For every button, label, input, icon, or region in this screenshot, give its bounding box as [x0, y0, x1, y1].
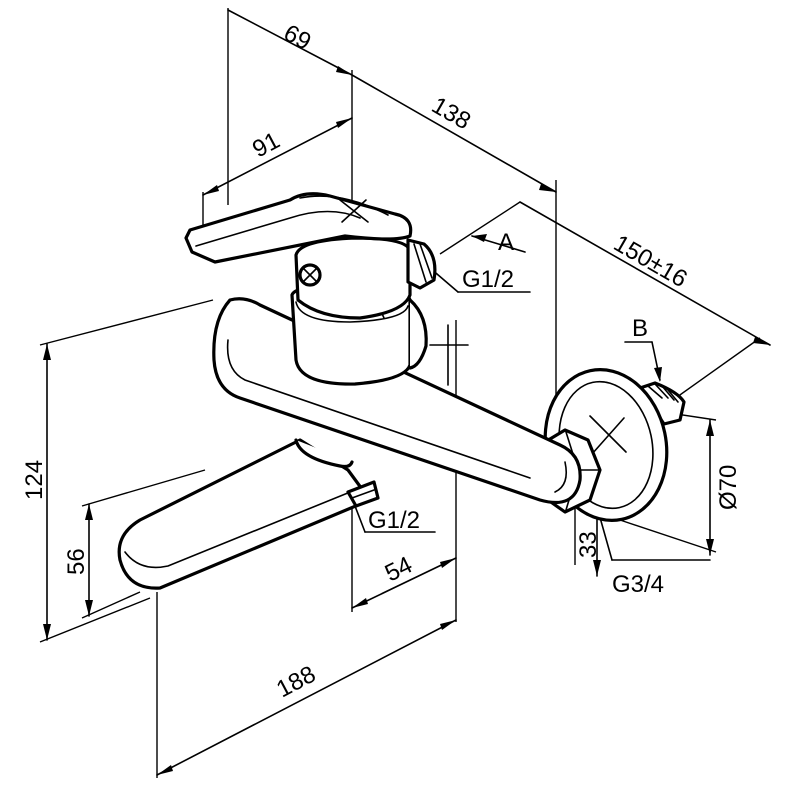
callout-labels: A B G1/2 G1/2 G3/4	[368, 229, 664, 598]
dimension-56: 56	[63, 548, 90, 575]
dimension-124: 124	[21, 460, 48, 500]
dimension-54: 54	[381, 551, 417, 587]
label-thread-bottom: G3/4	[612, 571, 664, 598]
label-b: B	[632, 315, 648, 342]
spout	[117, 438, 380, 590]
dimension-lines	[43, 9, 771, 776]
dimension-138: 138	[427, 92, 475, 135]
dimension-33: 33	[575, 531, 602, 558]
dimension-91: 91	[248, 127, 284, 163]
dimension-150: 150±16	[609, 230, 692, 293]
dimension-70: Ø70	[715, 465, 742, 510]
label-thread-top: G1/2	[462, 266, 514, 293]
dimension-69: 69	[279, 19, 315, 55]
lever-handle	[184, 192, 413, 264]
dimension-188: 188	[272, 661, 320, 704]
extension-lines	[39, 8, 761, 778]
label-thread-middle: G1/2	[368, 507, 420, 534]
label-a: A	[498, 229, 514, 256]
rear-connection-top	[406, 238, 469, 386]
faucet-drawing	[117, 192, 686, 590]
cartridge-housing	[290, 236, 412, 386]
